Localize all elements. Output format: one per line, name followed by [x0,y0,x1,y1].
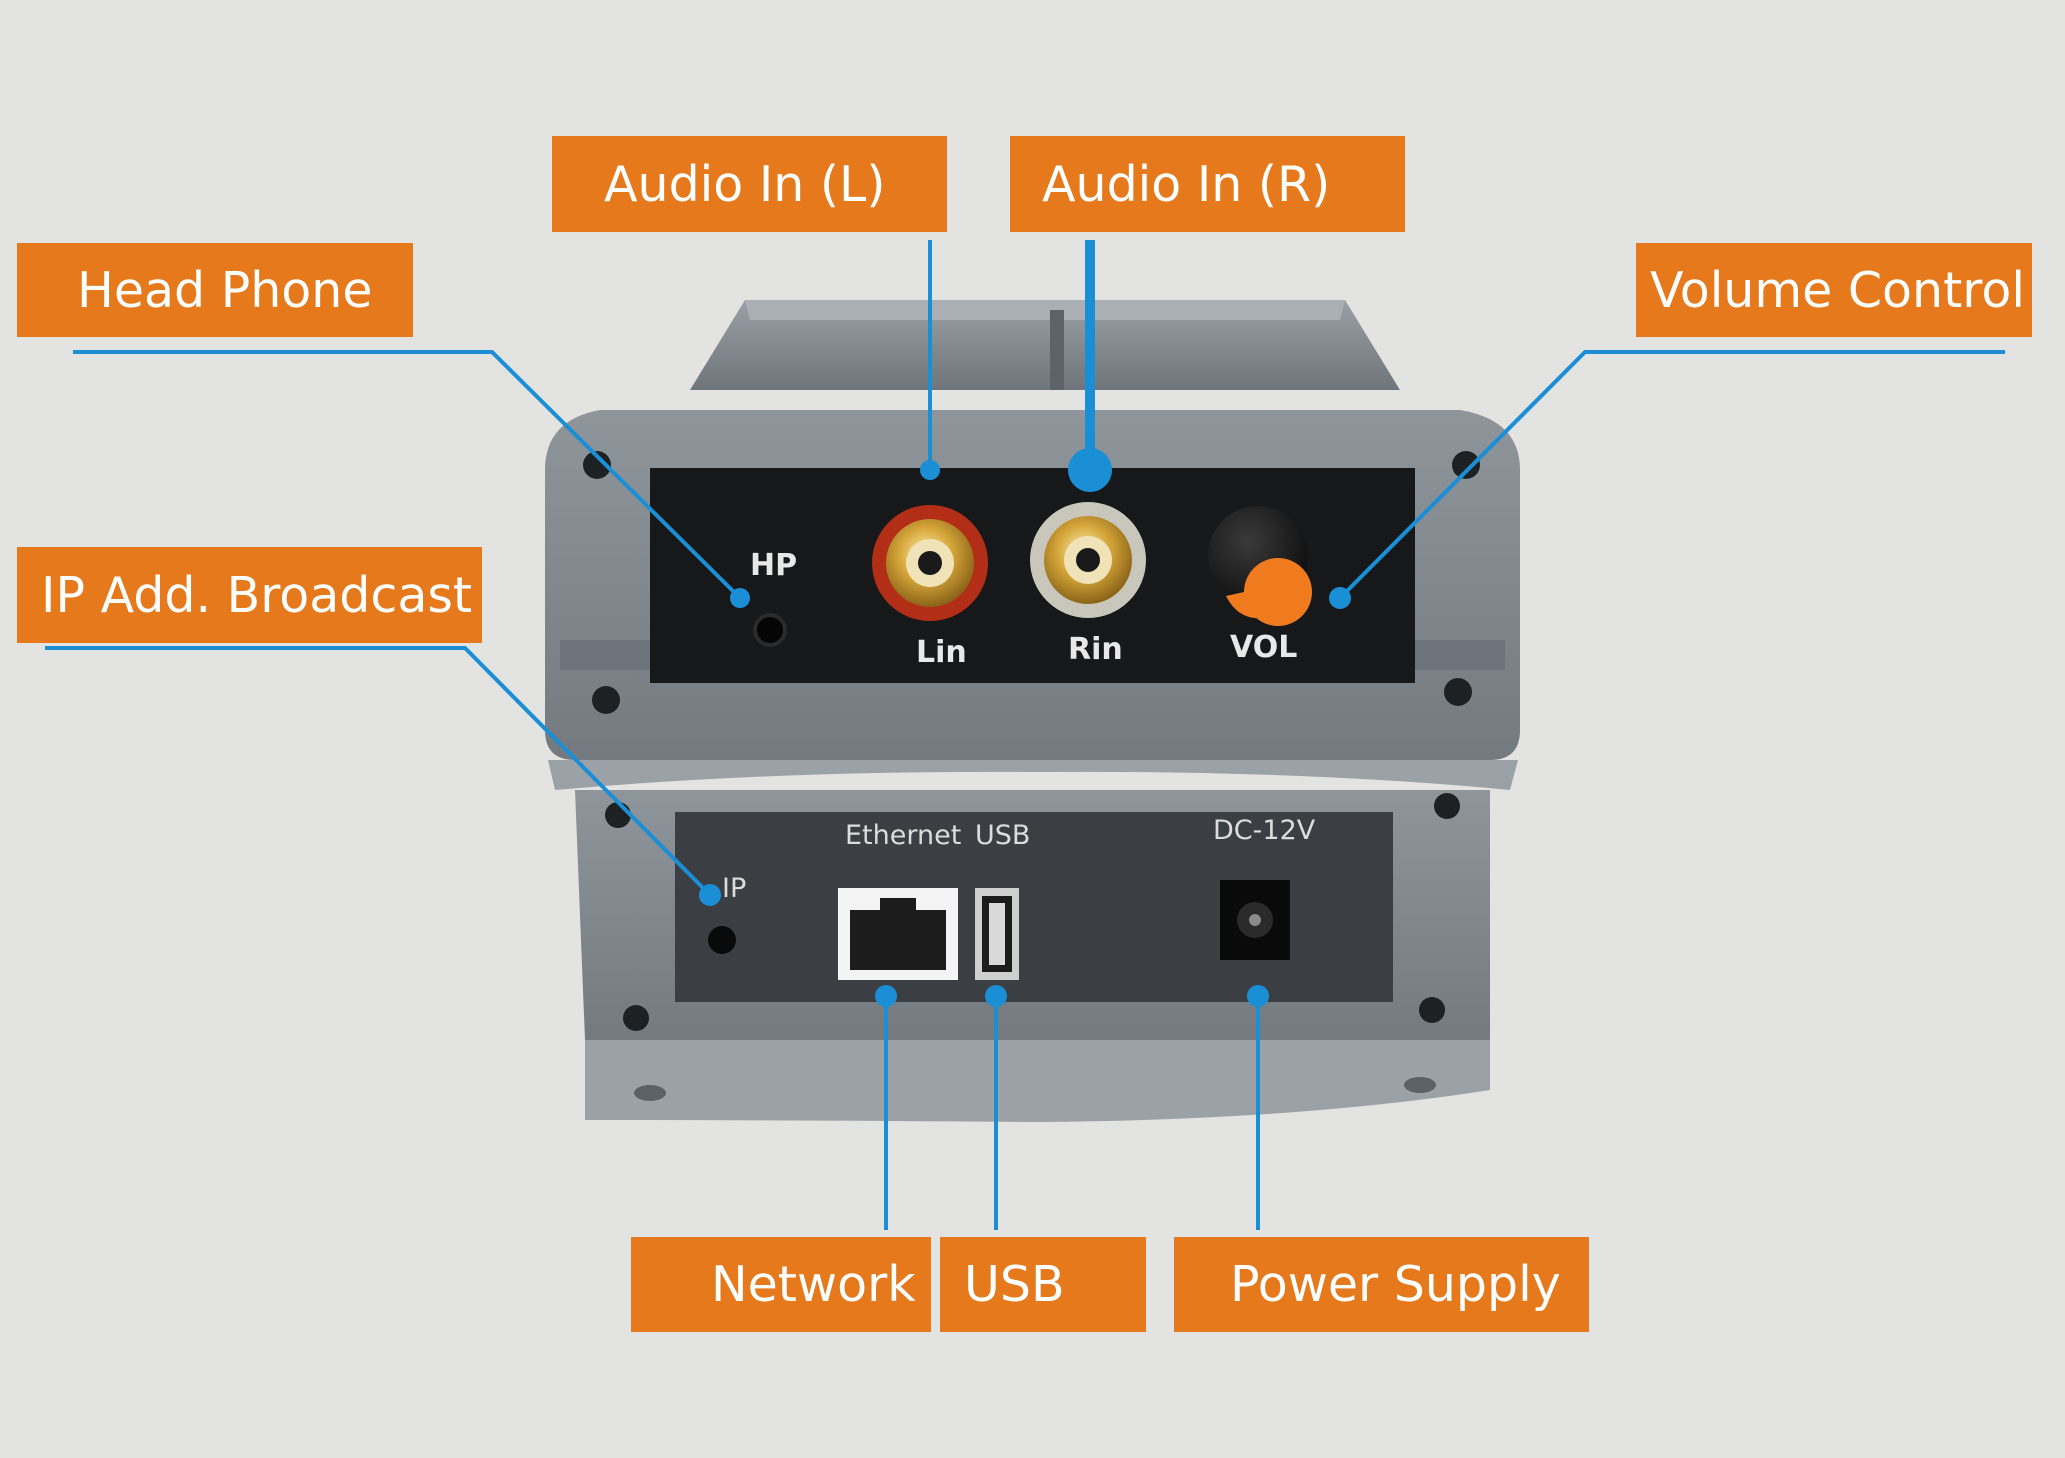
callout-usb: USB [940,1237,1146,1332]
screw-hole [605,802,631,828]
dc-power-jack [1220,880,1290,960]
leader-dot [1068,448,1112,492]
callout-network: Network [631,1237,931,1332]
screw-hole [1444,678,1472,706]
callout-audio-in-l: Audio In (L) [552,136,947,232]
panel-label-hp: HP [750,548,798,583]
screw-hole [623,1005,649,1031]
volume-knob [1208,506,1312,626]
callout-audio-in-r: Audio In (R) [1010,136,1405,232]
leader-volume-control [1338,350,2005,600]
leader-dots [699,448,1351,1007]
callout-head-phone: Head Phone [17,243,413,337]
panel-label-rin: Rin [1068,632,1123,667]
top-cover-ridge [745,300,1345,320]
top-cover [690,300,1400,390]
lower-unit [575,790,1490,1122]
top-cover-stripe [1050,310,1064,390]
unit-separator [548,760,1518,790]
leader-ip-broadcast [45,646,712,897]
rca-right-jack [1030,502,1146,618]
screw-hole [592,686,620,714]
callout-ip-broadcast: IP Add. Broadcast [17,547,482,643]
panel-label-lin: Lin [916,635,967,670]
panel-label-vol: VOL [1230,630,1298,665]
callout-volume-control: Volume Control [1636,243,2032,337]
panel-label-usb: USB [975,820,1031,851]
panel-label-dc: DC-12V [1213,815,1316,846]
panel-label-ethernet: Ethernet [845,820,962,851]
leader-lines [45,240,2005,1230]
screw-hole [583,451,611,479]
screw-hole [1419,997,1445,1023]
usb-port [975,888,1019,980]
mount-hole [1404,1077,1436,1093]
headphone-jack [753,613,787,647]
leader-head-phone [73,350,742,600]
panel-label-ip: IP [722,873,747,904]
mounting-base [585,1040,1490,1122]
mount-hole [634,1085,666,1101]
leader-dot [985,985,1007,1007]
leader-dot [1329,587,1351,609]
leader-dot [1247,985,1269,1007]
rca-left-jack [872,505,988,621]
leader-dot [920,460,940,480]
ethernet-port [838,888,958,980]
upper-unit [545,300,1520,760]
leader-dot [699,884,721,906]
leader-dot [730,588,750,608]
callout-power-supply: Power Supply [1174,1237,1589,1332]
screw-hole [1434,793,1460,819]
screw-hole [1452,451,1480,479]
ip-button [708,926,736,954]
leader-dot [875,985,897,1007]
